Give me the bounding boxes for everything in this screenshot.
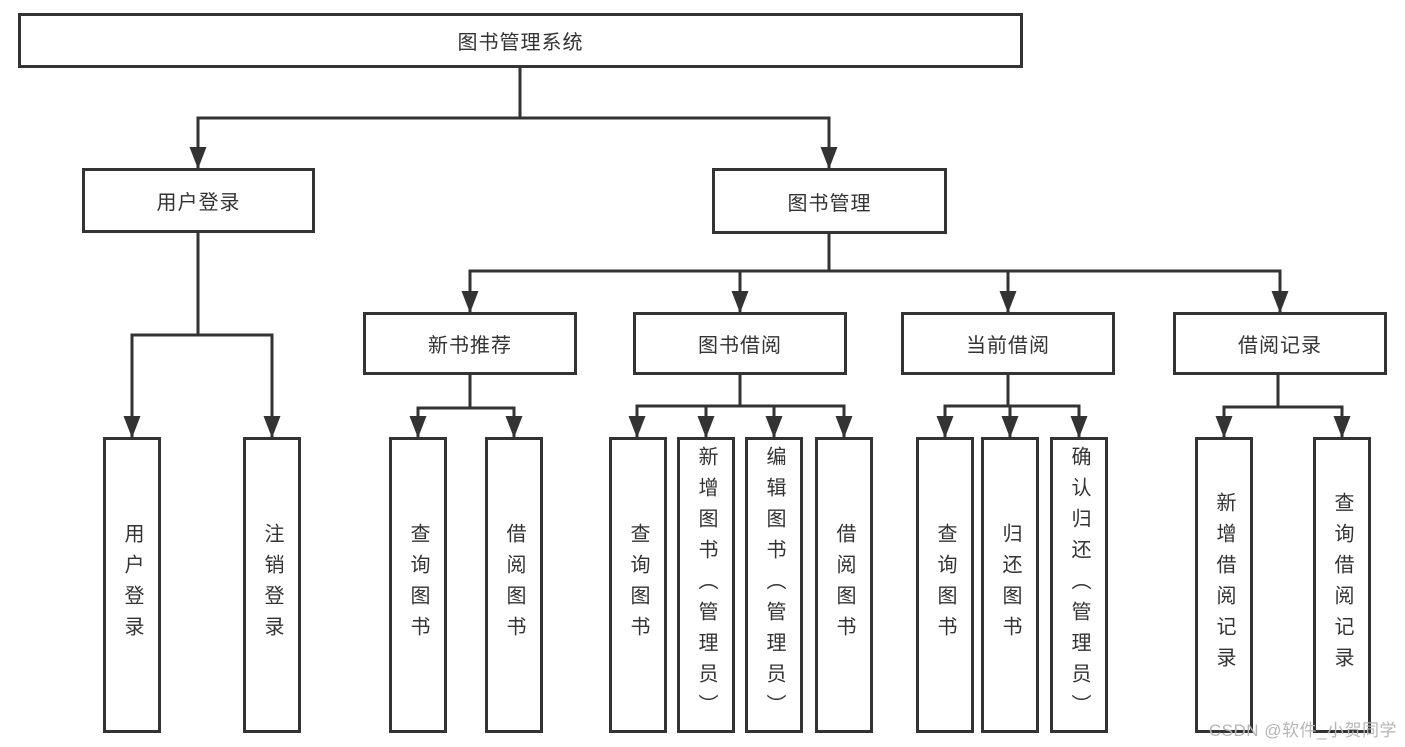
leaf-query-books-borrowing: 查询图书 xyxy=(609,437,667,733)
leaf-query-books-borrowing-label: 查询图书 xyxy=(627,523,649,647)
leaf-add-books-admin: 新增图书（管理员） xyxy=(677,437,735,733)
node-root-system-label: 图书管理系统 xyxy=(457,32,584,54)
leaf-return-books: 归还图书 xyxy=(981,437,1039,733)
node-new-book-recommend-label: 新书推荐 xyxy=(428,335,512,357)
node-book-borrowing-label: 图书借阅 xyxy=(698,335,782,357)
leaf-add-borrow-record: 新增借阅记录 xyxy=(1195,437,1253,733)
node-user-login: 用户登录 xyxy=(82,168,315,233)
leaf-borrow-books: 借阅图书 xyxy=(815,437,873,733)
leaf-user-login-label: 用户登录 xyxy=(121,523,143,647)
leaf-query-borrow-record: 查询借阅记录 xyxy=(1313,437,1371,733)
csdn-watermark: CSDN @软件_小贺同学 xyxy=(1208,721,1397,740)
node-new-book-recommend: 新书推荐 xyxy=(363,312,577,375)
leaf-logout: 注销登录 xyxy=(243,437,301,733)
leaf-query-borrow-record-label: 查询借阅记录 xyxy=(1331,492,1353,678)
node-user-login-label: 用户登录 xyxy=(156,192,241,214)
leaf-edit-books-admin-label: 编辑图书（管理员） xyxy=(763,445,785,725)
node-book-management: 图书管理 xyxy=(712,168,947,234)
leaf-query-books-current-label: 查询图书 xyxy=(934,523,956,647)
leaf-borrow-books-recommend: 借阅图书 xyxy=(485,437,543,733)
leaf-query-books-current: 查询图书 xyxy=(916,437,974,733)
node-book-borrowing: 图书借阅 xyxy=(633,312,847,375)
node-current-borrowing: 当前借阅 xyxy=(901,312,1115,375)
leaf-query-books-recommend-label: 查询图书 xyxy=(407,523,429,647)
node-current-borrowing-label: 当前借阅 xyxy=(966,335,1050,357)
leaf-confirm-return-admin: 确认归还（管理员） xyxy=(1050,437,1108,733)
leaf-edit-books-admin: 编辑图书（管理员） xyxy=(745,437,803,733)
leaf-borrow-books-recommend-label: 借阅图书 xyxy=(503,523,525,647)
leaf-add-books-admin-label: 新增图书（管理员） xyxy=(695,445,717,725)
leaf-logout-label: 注销登录 xyxy=(261,523,283,647)
node-book-management-label: 图书管理 xyxy=(787,192,872,215)
leaf-return-books-label: 归还图书 xyxy=(999,523,1021,647)
leaf-user-login: 用户登录 xyxy=(103,437,161,733)
leaf-query-books-recommend: 查询图书 xyxy=(389,437,447,733)
leaf-add-borrow-record-label: 新增借阅记录 xyxy=(1213,492,1235,678)
node-borrowing-records: 借阅记录 xyxy=(1173,312,1387,375)
leaf-borrow-books-label: 借阅图书 xyxy=(833,523,855,647)
leaf-confirm-return-admin-label: 确认归还（管理员） xyxy=(1068,445,1090,725)
node-borrowing-records-label: 借阅记录 xyxy=(1238,335,1322,357)
node-root-system: 图书管理系统 xyxy=(18,13,1023,68)
